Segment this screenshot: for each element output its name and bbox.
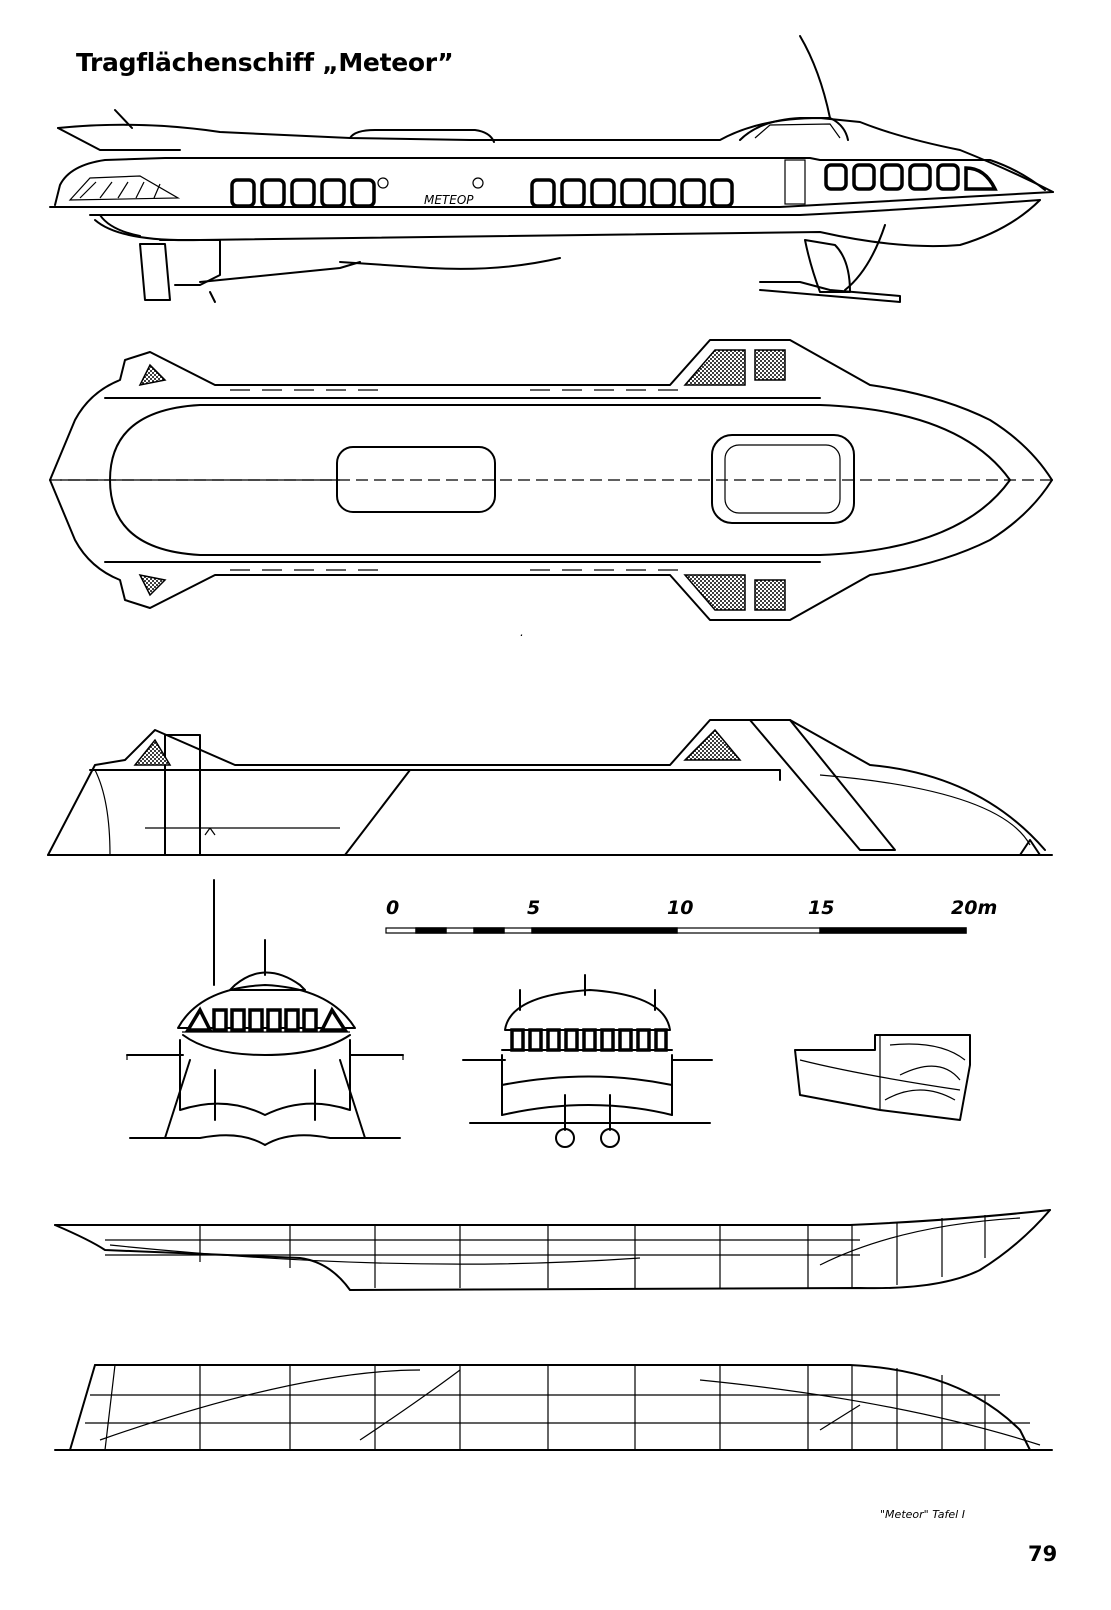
side-elevation-view: МЕТЕОР [49, 35, 1054, 303]
scale-label-0: 0 [386, 897, 399, 919]
scale-label-15: 15 [808, 897, 834, 919]
stray-dot: . [520, 625, 524, 639]
rear-view [462, 974, 713, 1148]
plan-view [49, 339, 1053, 621]
scale-label-10: 10 [667, 897, 693, 919]
plate-caption: "Meteor" Tafel I [880, 1508, 965, 1521]
page-number: 79 [1028, 1542, 1058, 1566]
foil-layout-view [47, 719, 1053, 856]
page-title: Tragflächenschiff „Meteor” [76, 48, 454, 77]
front-view [126, 879, 404, 1146]
scale-label-20m: 20m [951, 897, 997, 919]
lines-half-breadth-view [54, 1364, 1053, 1451]
antenna-mast [799, 35, 831, 119]
lines-profile-view [54, 1209, 1051, 1291]
scale-bar: 0 5 10 15 20m [385, 897, 997, 934]
scale-label-5: 5 [527, 897, 540, 919]
body-plan-view [794, 1034, 971, 1121]
hull-name-label: МЕТЕОР [424, 193, 474, 207]
